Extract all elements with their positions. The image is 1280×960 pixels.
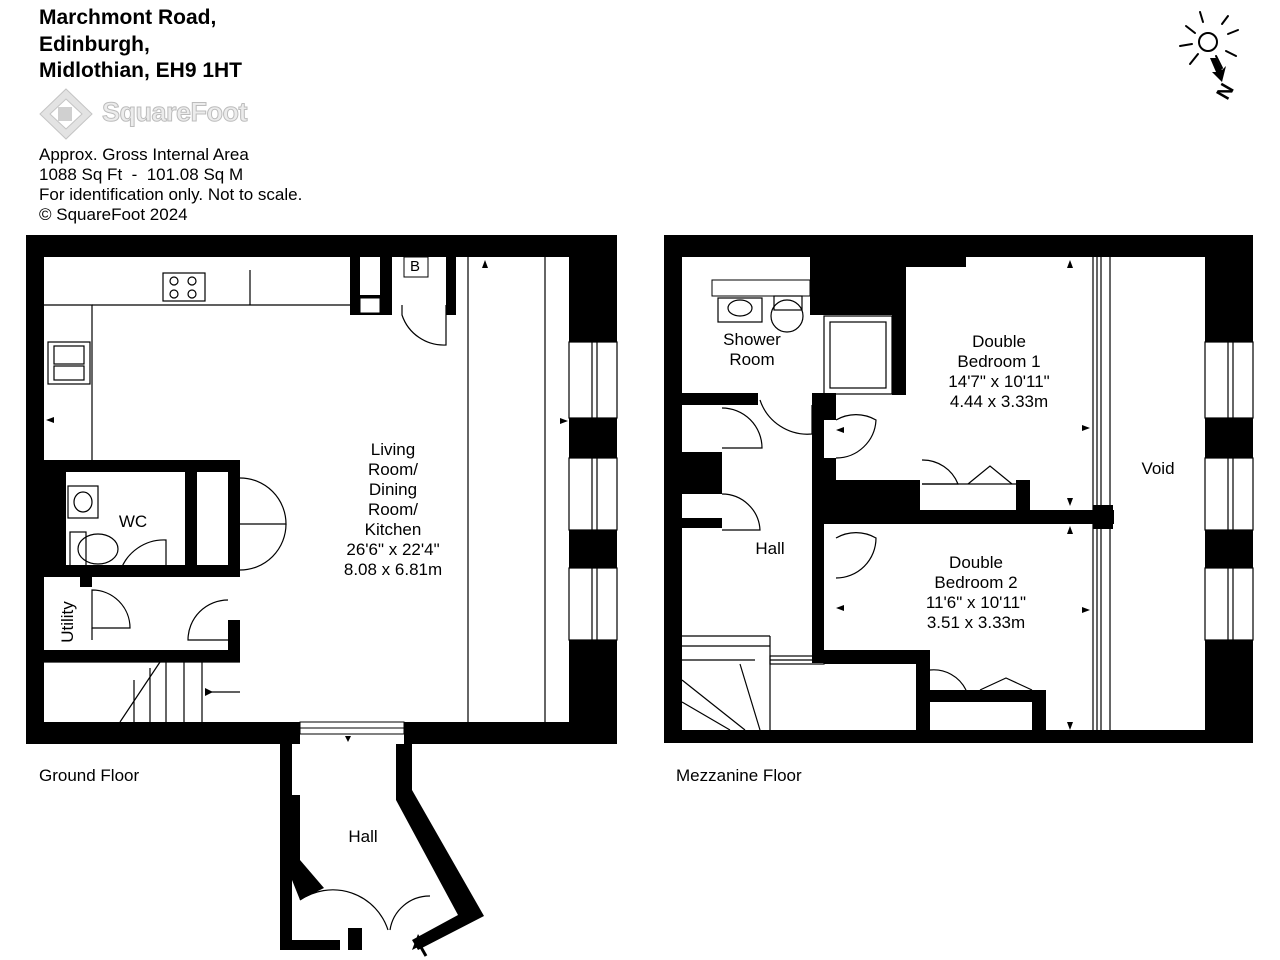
- info-line: Approx. Gross Internal Area: [39, 145, 249, 164]
- room-label-void: Void: [1141, 459, 1175, 478]
- logo-text: SquareFoot: [101, 97, 248, 128]
- room-label-double-bedroom-1: Double Bedroom 1 14'7" x 10'11" 4.44 x 3…: [948, 332, 1049, 412]
- ground-floor-plan: [26, 235, 618, 957]
- room-label-line: Living: [370, 440, 416, 459]
- room-dimensions-imperial: 11'6" x 10'11": [925, 593, 1027, 612]
- mezzanine-floor-label: Mezzanine Floor: [676, 766, 802, 785]
- room-label-line: Bedroom 2: [934, 573, 1018, 592]
- room-dimensions-imperial: 26'6" x 22'4": [346, 540, 440, 559]
- room-label-line: Room/: [367, 500, 419, 519]
- info-line: © SquareFoot 2024: [39, 205, 188, 224]
- room-label-line: Double: [972, 332, 1026, 351]
- ground-floor-label: Ground Floor: [39, 766, 140, 785]
- mezzanine-floor-plan: [664, 235, 1254, 743]
- boiler-label: B: [409, 258, 421, 275]
- room-dimensions-metric: 8.08 x 6.81m: [343, 560, 443, 579]
- room-label-line: Bedroom 1: [957, 352, 1041, 371]
- room-label-living-kitchen: Living Room/ Dining Room/ Kitchen 26'6" …: [344, 440, 442, 580]
- squarefoot-logo-icon: [39, 88, 93, 140]
- room-label-wc: WC: [118, 512, 148, 531]
- info-line: 1088 Sq Ft - 101.08 Sq M: [39, 165, 244, 184]
- room-label-line: Dining: [368, 480, 418, 499]
- area-info: Approx. Gross Internal Area 1088 Sq Ft -…: [39, 145, 302, 225]
- address-line: Marchmont Road,: [39, 6, 217, 29]
- squarefoot-logo: SquareFoot: [38, 87, 278, 141]
- room-label-ground-hall: Hall: [348, 827, 378, 846]
- info-line: For identification only. Not to scale.: [39, 185, 303, 204]
- room-label-utility: Utility: [58, 601, 77, 643]
- address-line: Edinburgh,: [39, 32, 150, 56]
- room-label-line: Double: [949, 553, 1003, 572]
- room-dimensions-imperial: 14'7" x 10'11": [948, 372, 1050, 391]
- room-label-line: Kitchen: [364, 520, 422, 539]
- room-label-double-bedroom-2: Double Bedroom 2 11'6" x 10'11" 3.51 x 3…: [926, 553, 1026, 633]
- room-label-shower-room: Shower Room: [723, 330, 781, 370]
- room-label-mezzanine-hall: Hall: [755, 539, 785, 558]
- property-address: Marchmont Road, Edinburgh, Midlothian, E…: [39, 5, 242, 85]
- room-label-line: Shower: [723, 330, 781, 349]
- room-label-line: Room/: [367, 460, 419, 479]
- room-label-line: Room: [729, 350, 775, 369]
- room-dimensions-metric: 3.51 x 3.33m: [926, 613, 1026, 632]
- room-dimensions-metric: 4.44 x 3.33m: [949, 392, 1049, 411]
- compass-north-icon: N: [1179, 11, 1239, 104]
- address-line: Midlothian, EH9 1HT: [39, 59, 243, 82]
